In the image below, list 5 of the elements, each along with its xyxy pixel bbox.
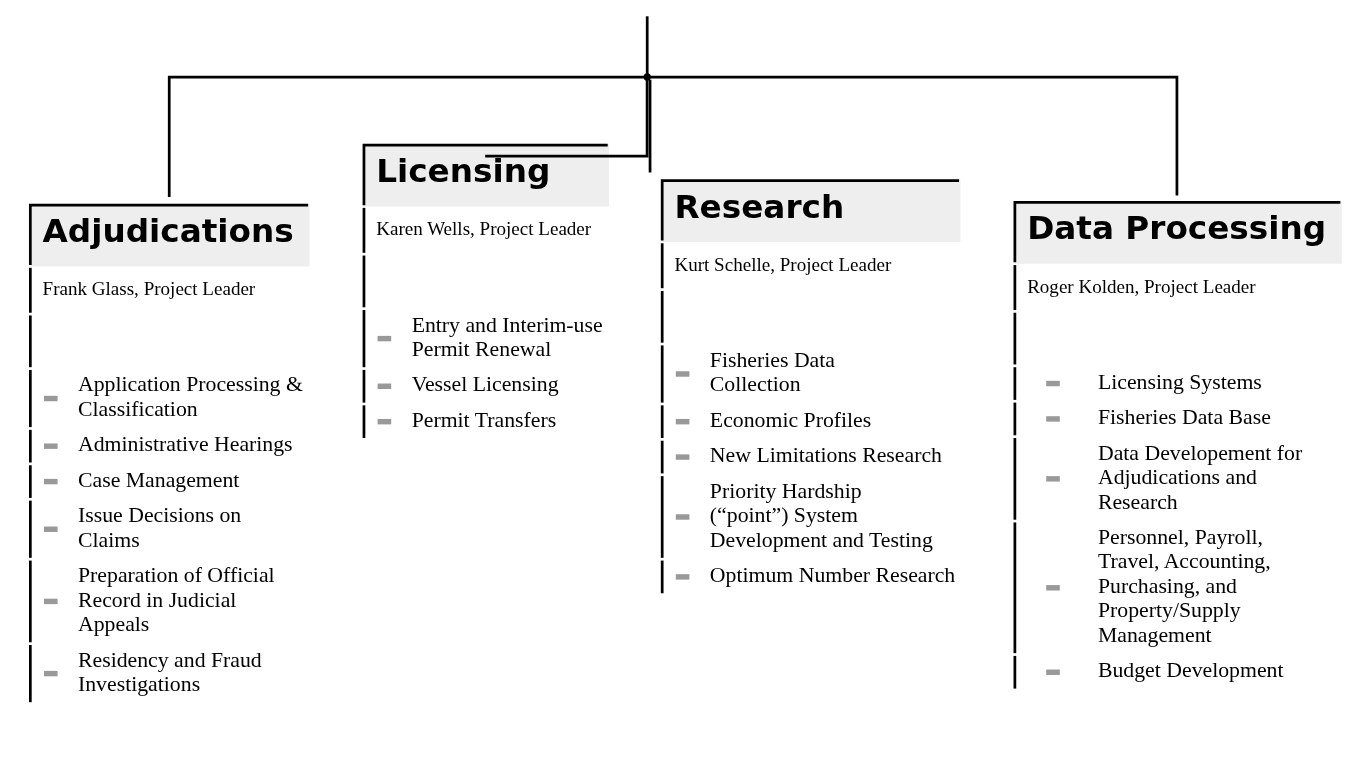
connector [484, 79, 648, 157]
connector [167, 75, 647, 197]
connector [648, 79, 651, 172]
connector [646, 75, 1178, 196]
connector [645, 15, 649, 74]
